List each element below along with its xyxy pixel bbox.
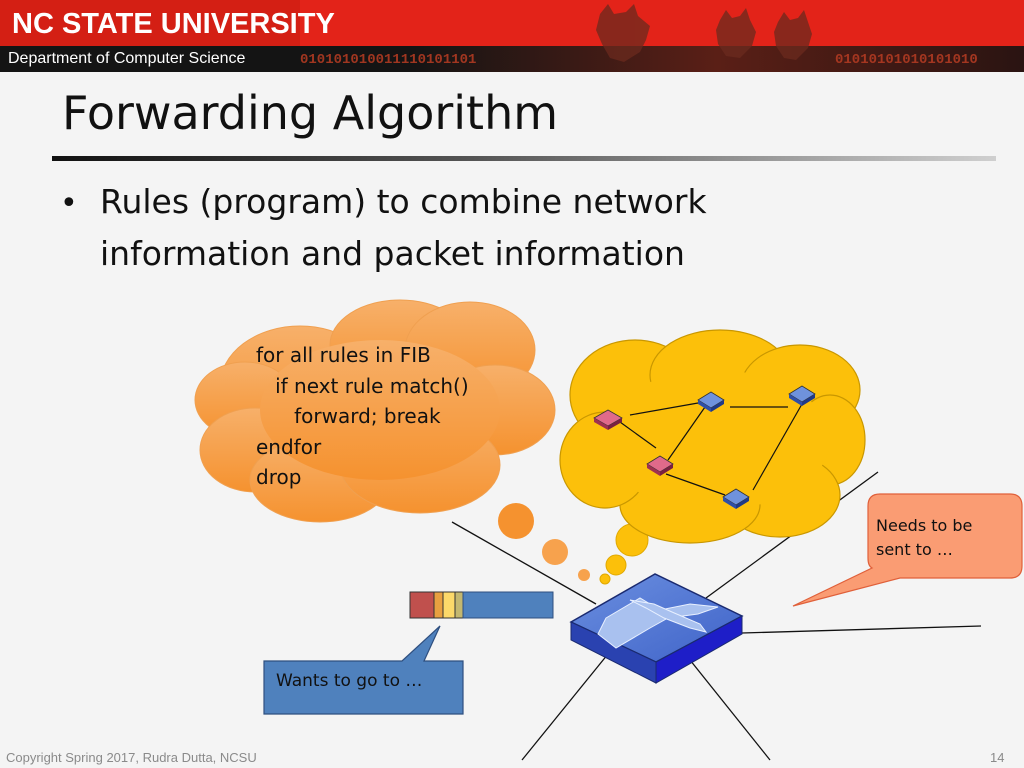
code-line: forward; break xyxy=(256,404,441,428)
bullet-marker: • xyxy=(60,186,78,221)
slide-title: Forwarding Algorithm xyxy=(62,86,559,140)
needs-callout-text: Needs to be sent to … xyxy=(876,516,973,559)
binary-decoration-right: 01010101010101010 xyxy=(835,52,978,68)
department-name: Department of Computer Science xyxy=(8,50,246,67)
department-bar xyxy=(0,46,1024,72)
bullet-item: Rules (program) to combine network infor… xyxy=(100,182,707,273)
packet xyxy=(409,591,554,619)
code-line: endfor xyxy=(256,434,322,459)
code-line: if next rule match() xyxy=(256,373,469,398)
wants-callout-text: Wants to go to … xyxy=(276,671,423,691)
thought-bubble-trail xyxy=(498,503,649,585)
university-name: NC STATE UNIVERSITY xyxy=(12,8,335,40)
router-icon xyxy=(722,488,750,509)
title-underline xyxy=(52,156,996,161)
code-line: for all rules in FIB xyxy=(256,343,431,367)
thought-bubble-cloud xyxy=(194,299,556,523)
network-cloud xyxy=(559,329,866,544)
wants-callout-shape xyxy=(263,625,464,715)
needs-callout-shape xyxy=(792,493,1023,607)
router-icon xyxy=(593,409,623,430)
switch-icon xyxy=(569,573,744,684)
header-banner: NC STATE UNIVERSITY Department of Comput… xyxy=(0,0,1024,72)
slide-number: 14 xyxy=(990,750,1005,765)
cloud-network-links xyxy=(619,402,803,496)
cloud-routers xyxy=(593,385,816,509)
router-icon xyxy=(788,385,816,406)
footer-copyright: Copyright Spring 2017, Rudra Dutta, NCSU xyxy=(6,750,257,765)
binary-decoration-left: 010101010011110101101 xyxy=(300,52,477,68)
router-icon xyxy=(646,455,674,476)
forwarding-pseudocode: for all rules in FIB if next rule match(… xyxy=(256,340,469,493)
code-line: drop xyxy=(256,465,302,489)
router-icon xyxy=(697,391,725,412)
wolf-logo-icon xyxy=(596,4,812,62)
